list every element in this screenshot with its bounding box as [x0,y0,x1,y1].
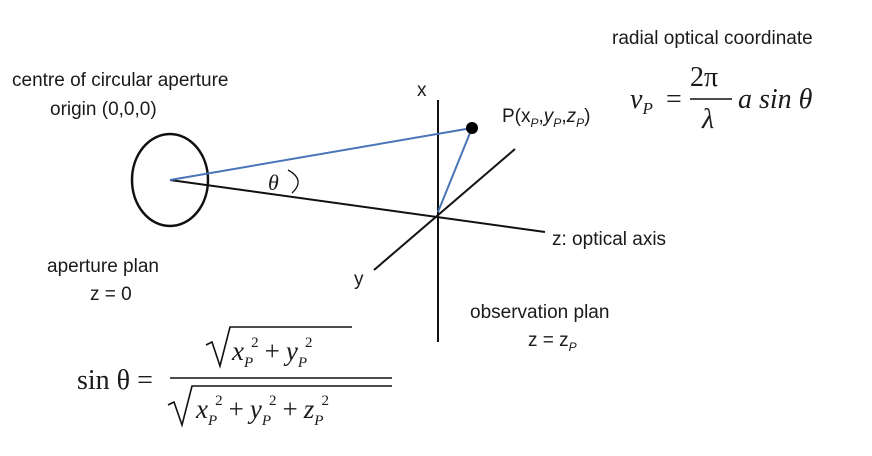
radial-title: radial optical coordinate [612,28,813,49]
observation-z-label: z = zP [528,330,577,354]
den-z: z [303,394,315,424]
den-plus1: + [229,394,244,424]
den-y: y [247,394,262,424]
den-x-sub: P [207,413,217,429]
point-p-label-comma1: , [539,106,544,127]
num-y-sub: P [297,355,307,371]
point-p-label-z: z [566,106,577,127]
point-p-label-ysub: P [553,116,561,130]
den-z-pow: 2 [321,393,329,409]
num-y: y [283,336,298,366]
num-x-pow: 2 [251,335,259,351]
radial-formula-eq: = [666,84,682,115]
theta-label: θ [268,170,279,195]
num-x-sub: P [243,355,253,371]
denominator-radical [167,385,392,428]
sin-theta-numerator: xP2+yP2 [231,335,313,371]
radial-formula-lhs: vP [630,84,653,118]
radial-formula: vP = 2π λ a sin θ [630,62,813,135]
radial-formula-v-sub: P [641,99,652,118]
point-p-label-end: ) [584,106,590,127]
theta-arc [287,169,299,194]
observation-z-text: z = z [528,330,569,351]
den-y-pow: 2 [269,393,277,409]
ray-to-point [169,127,473,181]
circular-aperture [130,132,210,228]
den-x-pow: 2 [215,393,223,409]
sin-theta-lhs: sin θ = [77,365,153,396]
observation-z-sub: P [569,340,577,354]
den-z-sub: P [313,413,323,429]
point-p-label-comma2: , [561,106,566,127]
point-p-label-y: y [542,106,555,127]
aperture-z-label: z = 0 [90,284,132,305]
radial-formula-denominator: λ [701,104,714,135]
den-x: x [195,394,208,424]
sin-theta-denominator: xP2+yP2+zP2 [195,393,329,429]
point-p-marker [466,122,478,134]
ray-origin-to-point [437,127,473,213]
point-p-label-xsub: P [531,116,539,130]
axis-y-label: y [354,269,364,290]
axis-x-label: x [417,80,427,101]
y-axis-line [373,148,516,271]
num-y-pow: 2 [305,335,313,351]
radial-formula-rhs: a sin θ [738,84,813,115]
den-plus2: + [283,394,298,424]
point-p-label: P(xP,yP,zP) [502,106,590,130]
aperture-centre-label: centre of circular aperture [12,70,229,91]
den-y-sub: P [261,413,271,429]
point-p-label-zsub: P [576,116,584,130]
radial-formula-numerator: 2π [690,62,718,93]
point-p-label-start: P(x [502,106,531,127]
num-x: x [231,336,244,366]
origin-label: origin (0,0,0) [50,99,157,120]
aperture-plan-label: aperture plan [47,256,159,277]
observation-plan-label: observation plan [470,302,609,323]
optical-axis-line [169,179,546,233]
radial-formula-v: v [630,84,643,115]
num-plus: + [265,336,280,366]
numerator-radical [205,326,352,369]
sin-theta-formula: sin θ = xP2+yP2 xP2+yP2+zP2 [77,326,392,429]
axis-z-label: z: optical axis [552,229,666,250]
